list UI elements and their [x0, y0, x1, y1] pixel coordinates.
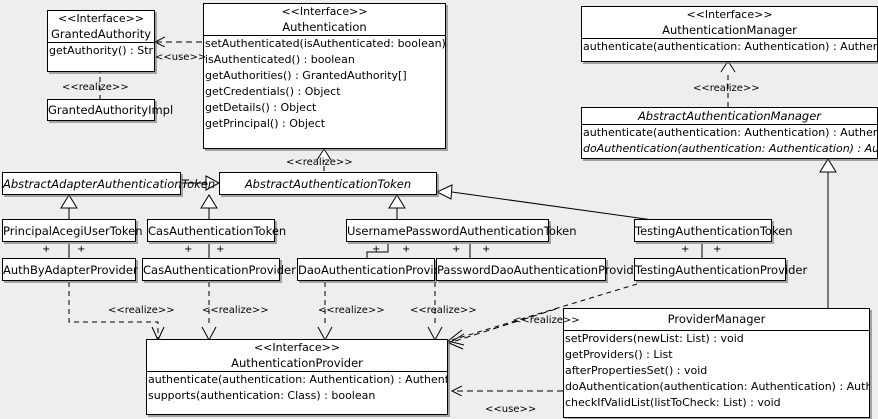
class-header: <<Interface>> Authentication [204, 4, 445, 35]
compartment-divider [147, 371, 447, 372]
class-name: ProviderManager [667, 312, 766, 326]
multiplicity-plus: + [184, 244, 193, 255]
operation-row: checkIfValidList(listToCheck: List) : vo… [565, 396, 781, 409]
compartment-divider [564, 330, 869, 331]
class-cas-authentication-provider[interactable]: CasAuthenticationProvider [142, 258, 296, 281]
class-granted-authority-impl[interactable]: GrantedAuthorityImpl [47, 99, 173, 121]
class-provider-manager[interactable]: ProviderManager setProviders(newList: Li… [563, 308, 870, 418]
class-header: ProviderManager [564, 309, 869, 330]
class-granted-authority[interactable]: <<Interface>> GrantedAuthority getAuthor… [47, 10, 155, 72]
edge-label-realize-abstractauthenticationtoken: <<realize>> [286, 157, 353, 168]
operation-row: isAuthenticated() : boolean [205, 53, 355, 66]
class-header: AbstractAuthenticationManager [582, 108, 877, 124]
operation-row: getDetails() : Object [205, 101, 317, 114]
edge-label-realize-daoauthenticationprovider: <<realize>> [318, 305, 385, 316]
operation-row: getAuthorities() : GrantedAuthority[] [205, 69, 407, 82]
class-abstract-authentication-manager[interactable]: AbstractAuthenticationManager authentica… [581, 107, 878, 159]
multiplicity-plus: + [216, 244, 225, 255]
class-operations: setProviders(newList: List) : void getPr… [564, 331, 869, 411]
class-stereotype: <<Interface>> [57, 12, 145, 25]
class-name: AbstractAuthenticationManager [637, 109, 822, 123]
class-operations: getAuthority() : String [48, 43, 154, 59]
edge-label-realize-authbyadapterprovider: <<realize>> [108, 305, 175, 316]
edge-testingauthenticationtoken-extends-abstracttoken [435, 184, 661, 222]
compartment-divider [48, 42, 154, 43]
edge-label-realize-casauthenticationprovider: <<realize>> [202, 305, 269, 316]
class-name: AuthenticationManager [662, 23, 797, 37]
multiplicity-plus: + [482, 244, 491, 255]
class-auth-by-adapter-provider[interactable]: AuthByAdapterProvider [2, 258, 138, 281]
class-abstract-authentication-token[interactable]: AbstractAuthenticationToken [219, 172, 437, 195]
compartment-divider [582, 38, 877, 39]
class-stereotype: <<Interface>> [281, 5, 368, 18]
edge-label-realize-passworddaoprovider: <<realize>> [410, 305, 477, 316]
operation-row: setAuthenticated(isAuthenticated: boolea… [205, 37, 445, 50]
operation-row: getProviders() : List [565, 348, 673, 361]
class-cas-authentication-token[interactable]: CasAuthenticationToken [147, 219, 286, 242]
class-name: GrantedAuthority [50, 27, 152, 41]
class-dao-authentication-provider[interactable]: DaoAuthenticationProvider [297, 258, 453, 281]
class-operations: setAuthenticated(isAuthenticated: boolea… [204, 36, 445, 132]
edge-label-use-authentication-grantedauthority: <<use>> [155, 52, 207, 63]
class-operations: authenticate(authentication: Authenticat… [582, 39, 877, 55]
class-operations: authenticate(authentication: Authenticat… [147, 372, 447, 404]
operation-row: doAuthentication(authentication: Authent… [583, 142, 877, 155]
operation-row: authenticate(authentication: Authenticat… [583, 40, 877, 53]
class-name: Authentication [282, 20, 367, 34]
class-username-password-authentication-token[interactable]: UsernamePasswordAuthenticationToken [346, 219, 576, 242]
compartment-divider [582, 124, 877, 125]
multiplicity-plus: + [372, 244, 381, 255]
class-header: <<Interface>> AuthenticationManager [582, 7, 877, 38]
operation-row: doAuthentication(authentication: Authent… [565, 380, 869, 393]
class-stereotype: <<Interface>> [686, 8, 773, 21]
operation-row: supports(authentication: Class) : boolea… [148, 389, 376, 402]
class-header: <<Interface>> AuthenticationProvider [147, 340, 447, 371]
operation-row: getAuthority() : String [49, 44, 154, 57]
class-header: <<Interface>> GrantedAuthority [48, 11, 154, 42]
edge-label-realize-grantedauthorityimpl: <<realize>> [62, 82, 129, 93]
operation-row: getCredentials() : Object [205, 85, 341, 98]
class-authentication-manager[interactable]: <<Interface>> AuthenticationManager auth… [581, 6, 878, 62]
multiplicity-plus: + [42, 244, 51, 255]
class-principal-acegi-user-token[interactable]: PrincipalAcegiUserToken [2, 219, 143, 242]
edge-principalacegiusertoken-extends-abstractadaptertoken [60, 194, 78, 219]
class-name: AuthenticationProvider [231, 356, 363, 370]
operation-row: authenticate(authentication: Authenticat… [148, 373, 447, 386]
edge-label-realize-authenticationmanager: <<realize>> [693, 83, 760, 94]
class-authentication[interactable]: <<Interface>> Authentication setAuthenti… [203, 3, 446, 149]
class-abstract-adapter-authentication-token[interactable]: AbstractAdapterAuthenticationToken [2, 172, 215, 195]
operation-row: authenticate(authentication: Authenticat… [583, 126, 877, 139]
operation-row: getPrincipal() : Object [205, 117, 326, 130]
edge-label-realize-providermanager: <<realize>> [513, 315, 580, 326]
class-password-dao-authentication-provider[interactable]: PasswordDaoAuthenticationProvider [436, 258, 645, 281]
class-operations: authenticate(authentication: Authenticat… [582, 125, 877, 157]
compartment-divider [204, 35, 445, 36]
class-testing-authentication-token[interactable]: TestingAuthenticationToken [634, 219, 793, 242]
class-testing-authentication-provider[interactable]: TestingAuthenticationProvider [634, 258, 807, 281]
edge-casauthenticationtoken-extends-abstracttoken [200, 194, 218, 219]
class-stereotype: <<Interface>> [253, 341, 341, 354]
edge-label-use-providermanager: <<use>> [485, 404, 537, 415]
operation-row: setProviders(newList: List) : void [565, 332, 744, 345]
multiplicity-plus: + [713, 244, 722, 255]
edge-usernamepasswordtoken-extends-abstracttoken [388, 194, 406, 219]
edge-providermanager-extends-abstractauthenticationmanager [819, 158, 837, 308]
class-authentication-provider[interactable]: <<Interface>> AuthenticationProvider aut… [146, 339, 448, 415]
multiplicity-plus: + [77, 244, 86, 255]
multiplicity-plus: + [681, 244, 690, 255]
operation-row: afterPropertiesSet() : void [565, 364, 708, 377]
multiplicity-plus: + [452, 244, 461, 255]
multiplicity-plus: + [402, 244, 411, 255]
